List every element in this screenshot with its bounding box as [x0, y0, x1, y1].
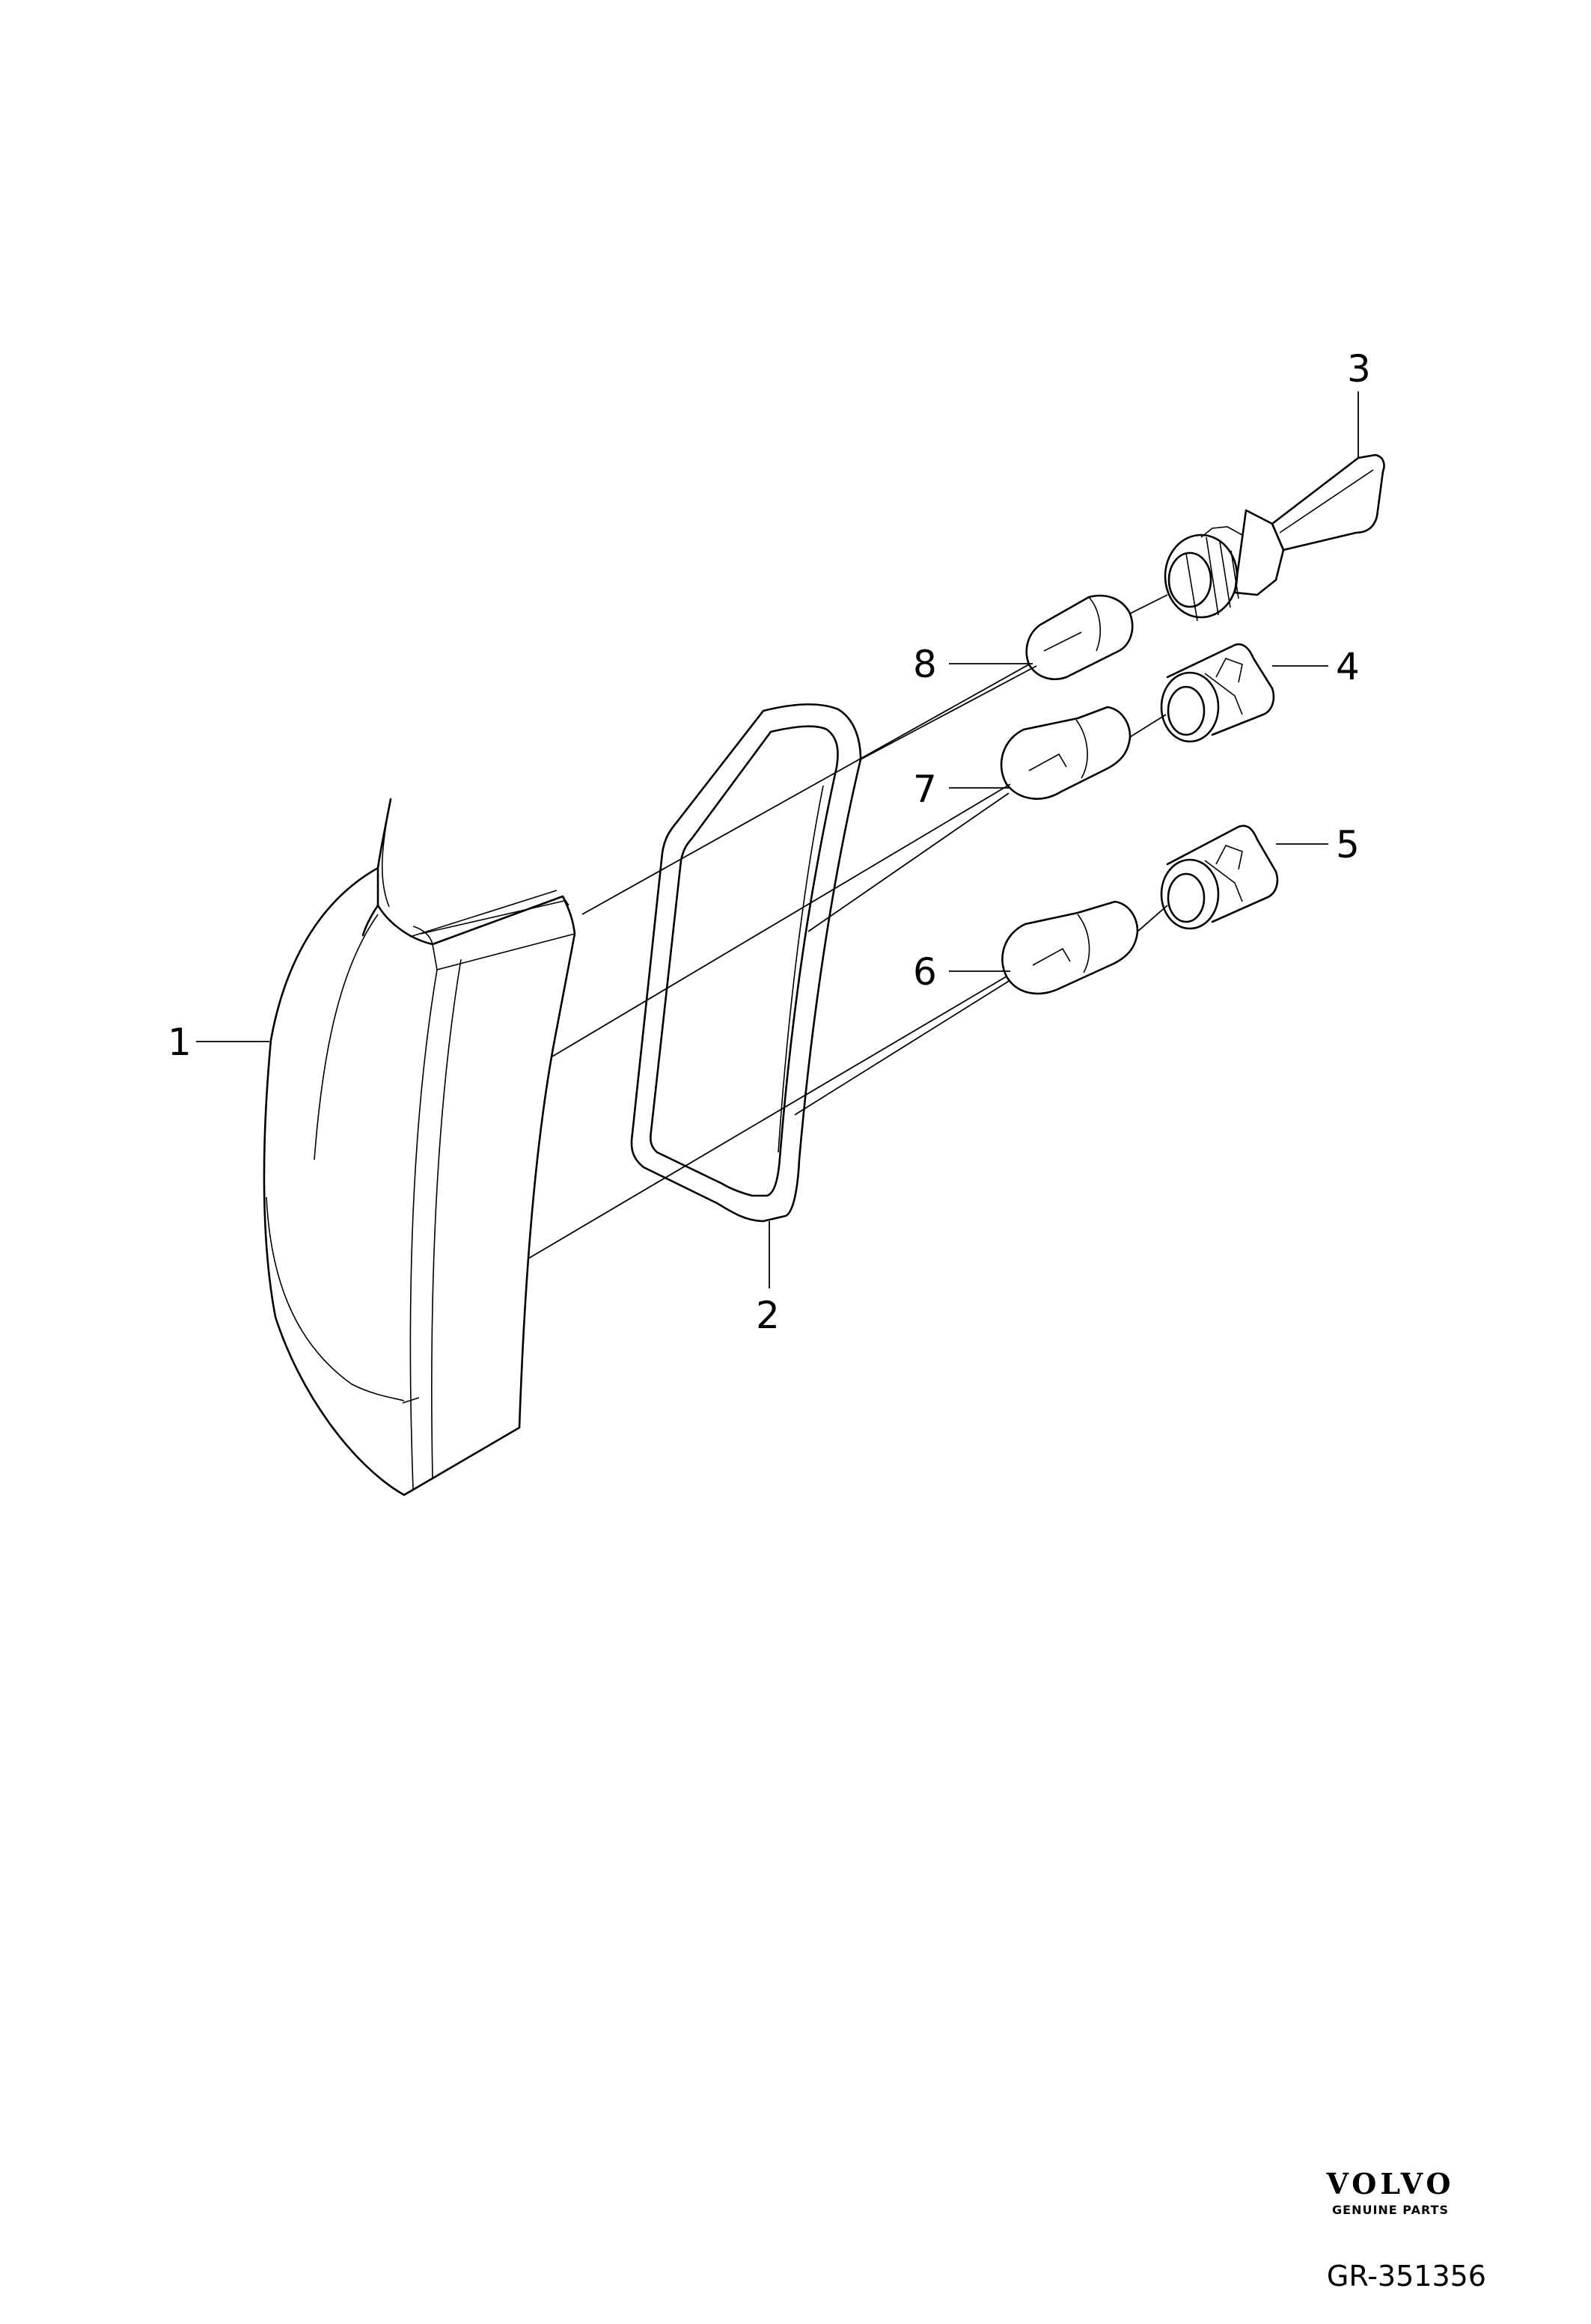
bulb-holder-connector: [1164, 453, 1385, 622]
callout-2: 2: [756, 1294, 780, 1337]
bulb-holder-lower: [1160, 825, 1279, 930]
bulb-lower: [1001, 900, 1139, 995]
lamp-gasket: [630, 703, 862, 1223]
callout-6: 6: [913, 950, 937, 994]
callout-3: 3: [1347, 347, 1371, 391]
bulb-holder-upper: [1160, 643, 1275, 743]
callout-1: 1: [168, 1021, 192, 1064]
diagram-reference-number: GR-351356: [1326, 2260, 1486, 2293]
bulb-upper: [1000, 706, 1132, 800]
tail-lamp-housing: [263, 798, 576, 1496]
callout-5: 5: [1336, 823, 1360, 866]
callout-leaders: [196, 391, 1359, 1288]
wedge-bulb-small: [1025, 594, 1134, 680]
volvo-logo: VOLVO GENUINE PARTS: [1301, 2168, 1480, 2218]
callout-7: 7: [913, 768, 937, 811]
assembly-lines: [528, 594, 1168, 1259]
brand-logo-text: VOLVO: [1326, 2167, 1455, 2201]
callout-4: 4: [1336, 645, 1360, 688]
brand-tagline: GENUINE PARTS: [1332, 2203, 1449, 2217]
callout-8: 8: [913, 643, 937, 686]
